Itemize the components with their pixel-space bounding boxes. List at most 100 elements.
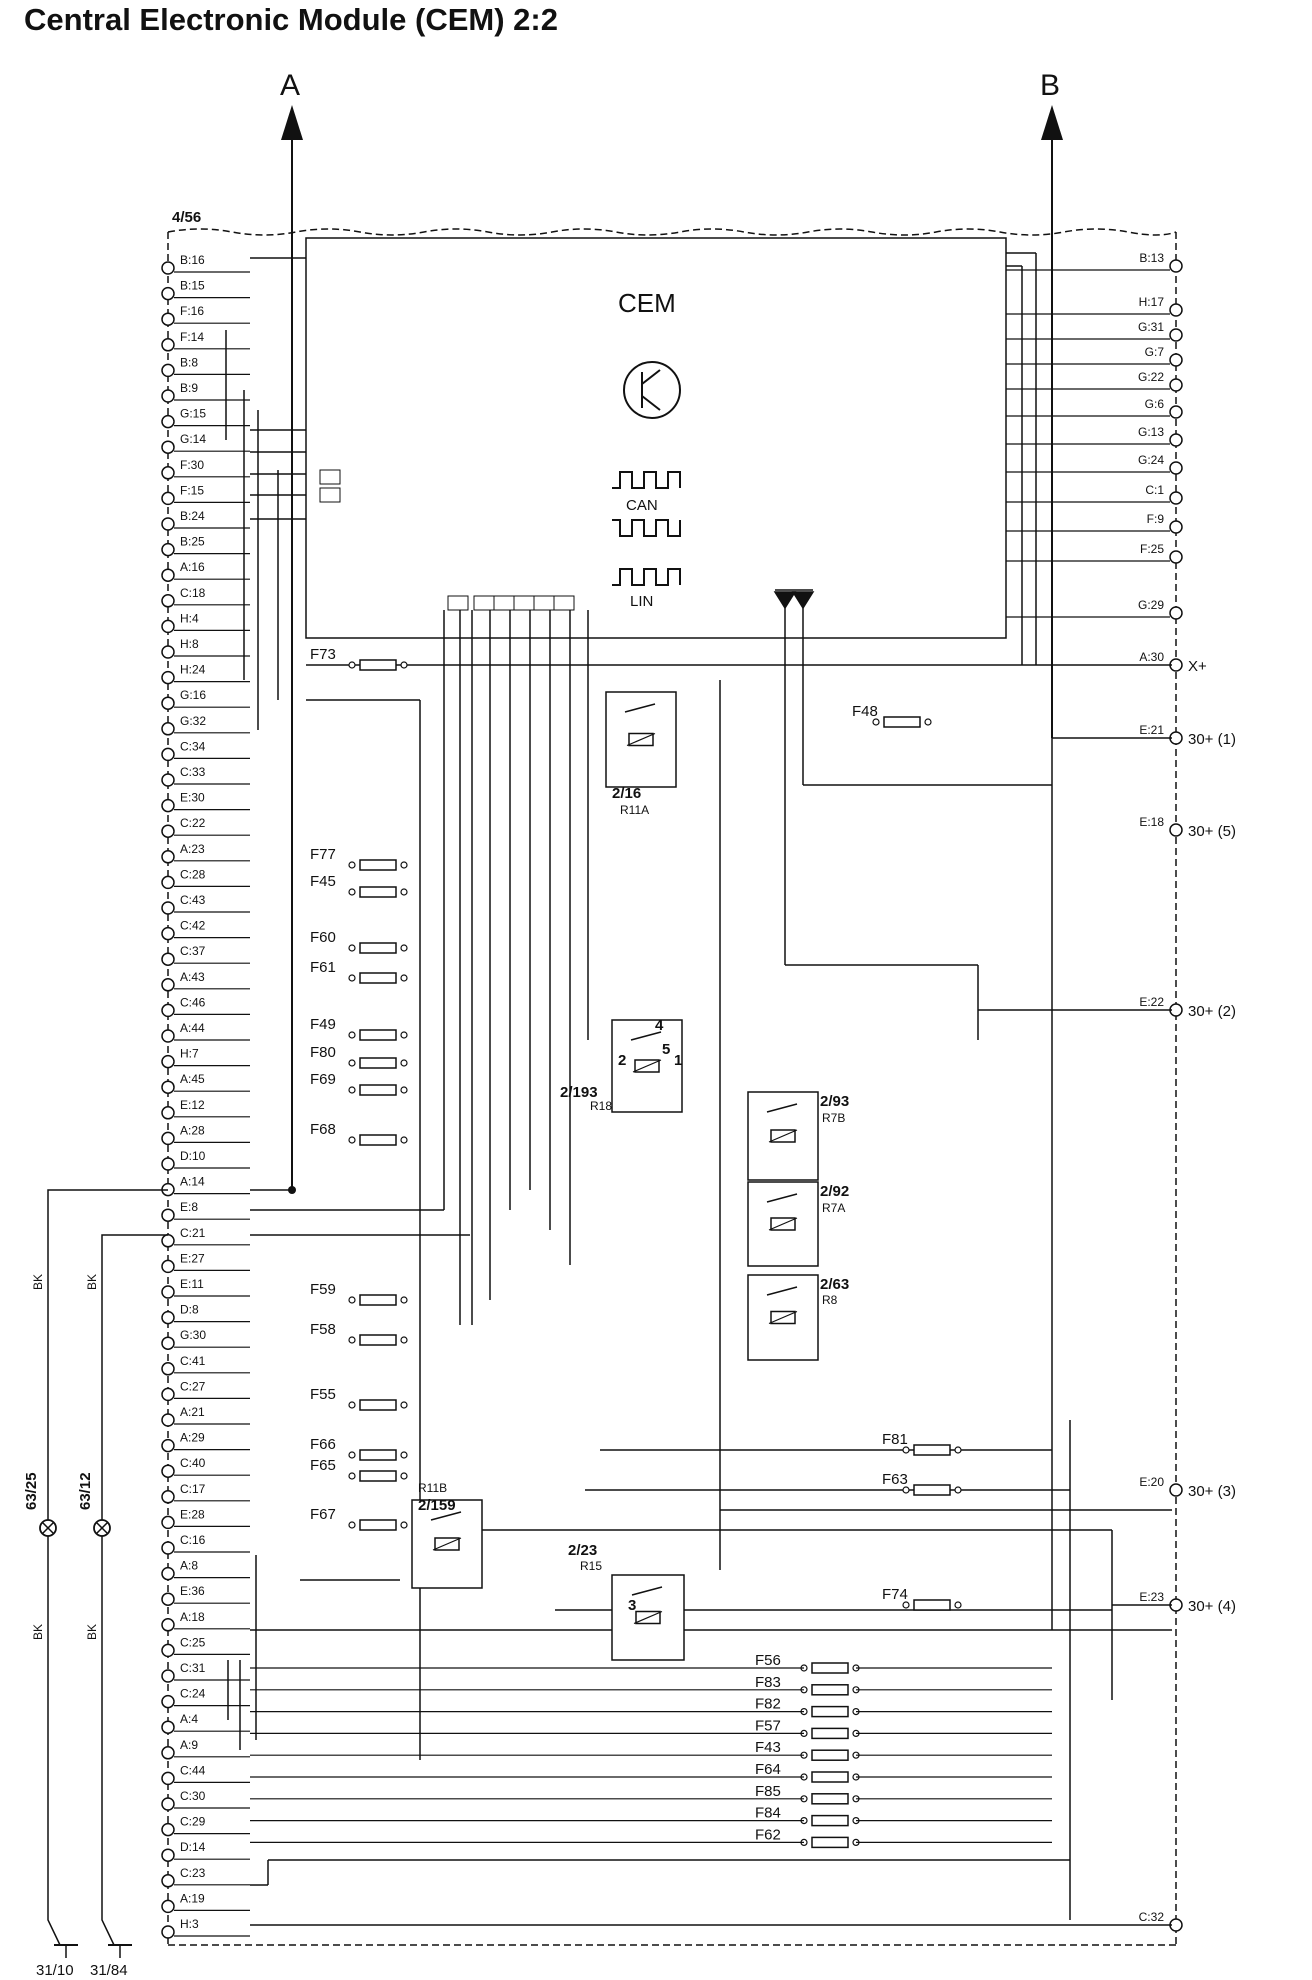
left-pin-label: C:24	[180, 1687, 206, 1701]
left-pin-label: C:41	[180, 1354, 206, 1368]
left-pin-label: B:15	[180, 279, 205, 293]
ground-connector-label: 63/25	[23, 1472, 40, 1510]
left-pin-c-42	[161, 926, 175, 941]
left-pin-label: A:8	[180, 1559, 198, 1573]
left-pin-g-16	[161, 696, 175, 710]
left-pin-e-8	[161, 1208, 175, 1222]
right-pin-g-6	[1169, 405, 1183, 419]
left-pin-b-24	[161, 517, 175, 531]
right-pin-label: G:24	[1138, 453, 1164, 467]
left-pin-label: A:23	[180, 842, 205, 856]
left-pin-label: H:8	[180, 637, 199, 651]
fuse-label: F49	[310, 1016, 336, 1033]
ground-point-label: 31/10	[36, 1962, 74, 1979]
relay-switch-icon	[766, 1286, 798, 1296]
left-pin-a-9	[161, 1746, 175, 1760]
fuse-f62: F62	[755, 1826, 860, 1849]
left-pin-label: B:8	[180, 355, 198, 369]
left-pin-c-16	[161, 1541, 175, 1555]
left-pin-h-4	[161, 619, 175, 634]
relay-id: 2/16	[612, 785, 641, 802]
right-pin-e-18	[1169, 823, 1183, 837]
left-pin-a-8	[161, 1566, 175, 1581]
left-pin-label: A:9	[180, 1738, 198, 1752]
left-pin-b-8	[161, 363, 175, 378]
left-pin-label: C:34	[180, 739, 206, 753]
supply-labels: X+30+ (1)30+ (5)30+ (2)30+ (3)30+ (4)	[1188, 658, 1236, 1615]
left-pin-c-43	[161, 901, 175, 915]
relay-pin-number: 5	[662, 1041, 670, 1058]
relay-switch-icon	[630, 1031, 662, 1041]
fuse-f65: F65	[310, 1457, 408, 1482]
fuse-label: F68	[310, 1121, 336, 1138]
fuse-label: F57	[755, 1717, 781, 1734]
ground-point-label: 31/84	[90, 1962, 128, 1979]
right-pin-label: B:13	[1139, 251, 1164, 265]
fuse-label: F74	[882, 1586, 908, 1603]
right-pin-label: G:31	[1138, 320, 1164, 334]
right-pin-label: H:17	[1139, 295, 1165, 309]
left-pin-c-37	[161, 952, 175, 966]
left-pin-label: E:8	[180, 1200, 198, 1214]
left-pin-label: A:4	[180, 1712, 198, 1726]
fuse-f57: F57	[755, 1717, 860, 1740]
fuse-f85: F85	[755, 1783, 860, 1805]
left-pin-label: A:21	[180, 1405, 205, 1419]
right-pin-f-25	[1169, 550, 1183, 564]
fuse-f81: F81	[882, 1431, 962, 1456]
fuse-label: F69	[310, 1071, 336, 1088]
left-pin-c-27	[161, 1387, 175, 1402]
fuse-label: F63	[882, 1471, 908, 1488]
left-pin-c-29	[161, 1822, 175, 1837]
fuse-label: F60	[310, 929, 336, 946]
fuse-f67: F67	[310, 1506, 408, 1531]
left-pin-label: H:3	[180, 1917, 199, 1931]
right-pin-b-13	[1169, 259, 1183, 273]
fuse-f83: F83	[755, 1674, 860, 1696]
fuse-f59: F59	[310, 1281, 408, 1306]
left-pin-c-28	[161, 875, 175, 890]
wire-color-label: BK	[31, 1274, 45, 1290]
cem-label: CEM	[618, 288, 676, 318]
lin-waveform-icon	[612, 568, 681, 586]
left-pin-g-14	[161, 440, 175, 454]
left-pin-label: E:11	[180, 1277, 204, 1291]
relay-id: 2/159	[418, 1497, 456, 1514]
relay-2-159: 2/159 R11B	[411, 1481, 483, 1589]
right-pin-label: C:1	[1145, 483, 1164, 497]
right-pin-g-13	[1169, 433, 1183, 447]
fuse-f64: F64	[755, 1761, 860, 1783]
relay-sub: R11B	[418, 1481, 447, 1495]
right-pin-label: A:30	[1139, 650, 1164, 664]
cem-box: CEM CAN LIN	[305, 237, 1007, 639]
relay-pin-number: 1	[674, 1052, 682, 1069]
fuse-label: F81	[882, 1431, 908, 1448]
left-pin-label: C:28	[180, 867, 206, 881]
diode-pair-icon	[773, 589, 815, 610]
right-pin-label: F:25	[1140, 542, 1164, 556]
left-pin-label: A:14	[180, 1175, 205, 1189]
fuse-label: F58	[310, 1321, 336, 1338]
left-pin-label: C:29	[180, 1815, 206, 1829]
right-pin-label: F:9	[1147, 512, 1165, 526]
fuse-f58: F58	[310, 1321, 408, 1346]
left-pin-a-28	[161, 1131, 175, 1146]
fuse-f84: F84	[755, 1805, 860, 1827]
left-pin-c-17	[161, 1490, 175, 1504]
left-pin-a-29	[161, 1438, 175, 1453]
left-pin-label: E:28	[180, 1507, 205, 1521]
left-pin-label: C:43	[180, 893, 206, 907]
left-pin-label: C:18	[180, 586, 206, 600]
left-pin-label: C:42	[180, 919, 206, 933]
page-title: Central Electronic Module (CEM) 2:2	[24, 2, 558, 37]
left-pin-label: A:16	[180, 560, 205, 574]
relay-switch-icon	[766, 1103, 798, 1113]
left-pin-label: A:43	[180, 970, 205, 984]
relay-sub: R15	[580, 1559, 602, 1573]
fuse-f63: F63	[882, 1471, 962, 1496]
supply-x: X+	[1188, 658, 1207, 675]
left-pin-label: C:46	[180, 995, 206, 1009]
